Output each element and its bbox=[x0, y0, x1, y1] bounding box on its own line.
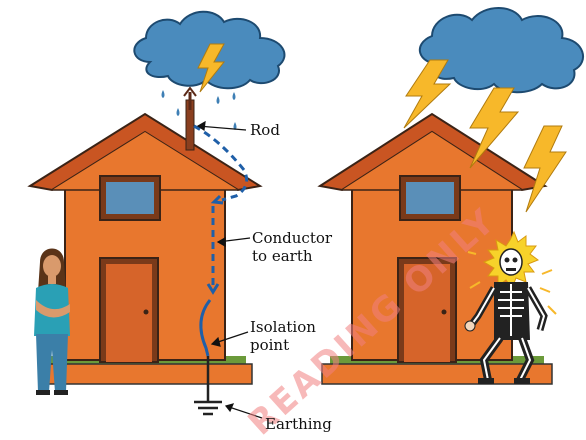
isolation-label: Isolation point bbox=[250, 318, 330, 354]
conductor-label-line2: to earth bbox=[252, 247, 313, 265]
left-scene bbox=[27, 10, 286, 419]
lightning-icon bbox=[403, 59, 567, 213]
label-pointers bbox=[196, 120, 263, 419]
skeleton-icon bbox=[464, 230, 557, 384]
rain-icon bbox=[161, 90, 237, 130]
earth-ground-icon bbox=[194, 356, 222, 416]
earthing-label: Earthing bbox=[265, 415, 332, 433]
rod-label: Rod bbox=[250, 121, 280, 139]
conductor-to-earth bbox=[193, 124, 249, 357]
lightning-icon bbox=[197, 43, 226, 93]
left-house bbox=[27, 99, 263, 363]
right-scene bbox=[317, 7, 585, 385]
isolation-label-line1: Isolation bbox=[250, 318, 316, 336]
person-icon bbox=[34, 248, 70, 395]
isolation-label-line2: point bbox=[250, 336, 290, 354]
cloud-icon bbox=[418, 7, 585, 94]
lightning-rod bbox=[183, 86, 197, 110]
conductor-label-line1: Conductor bbox=[252, 229, 333, 247]
conductor-label: Conductor to earth bbox=[252, 229, 342, 265]
right-house bbox=[317, 112, 548, 363]
